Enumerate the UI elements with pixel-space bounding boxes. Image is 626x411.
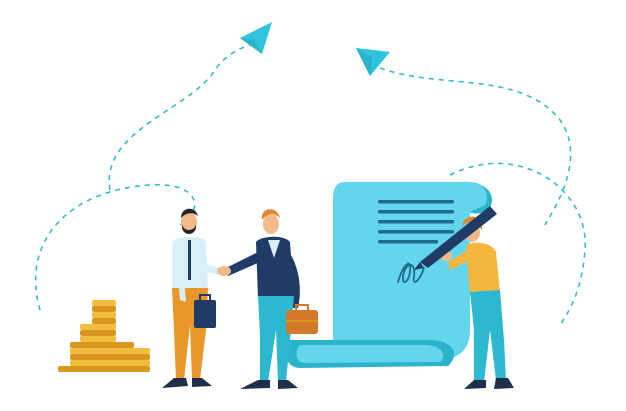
coin (128, 360, 150, 366)
coin (92, 318, 116, 324)
coin (92, 306, 116, 312)
coin-stack-icon (58, 300, 150, 372)
briefcase-icon (194, 294, 216, 328)
signing-person-right (414, 206, 514, 389)
coin (92, 312, 116, 318)
businessman-middle (217, 209, 318, 389)
briefcase-icon (286, 304, 318, 334)
contract-document (285, 181, 492, 368)
dashed-path-left-upper (108, 44, 251, 191)
coin (92, 348, 116, 354)
coin (92, 360, 116, 366)
paper-plane-icon (356, 48, 390, 76)
coin (92, 366, 116, 372)
pen-icon (414, 206, 497, 270)
coin (92, 354, 116, 360)
coin (112, 342, 134, 348)
signature-scribble (397, 262, 425, 284)
dashed-path-right-upper (379, 67, 572, 226)
coin (128, 354, 150, 360)
dashed-flight-paths (34, 44, 586, 326)
businessman-left (162, 208, 226, 388)
coin (92, 342, 116, 348)
coin (128, 366, 150, 372)
dashed-path-left (34, 184, 196, 311)
coin (128, 348, 150, 354)
coin (92, 330, 116, 336)
dashed-path-right-lower (449, 162, 586, 326)
coin (92, 300, 116, 306)
coin (92, 336, 116, 342)
paper-plane-icon (240, 22, 272, 54)
document-text-lines (378, 200, 454, 244)
coin (92, 324, 116, 330)
